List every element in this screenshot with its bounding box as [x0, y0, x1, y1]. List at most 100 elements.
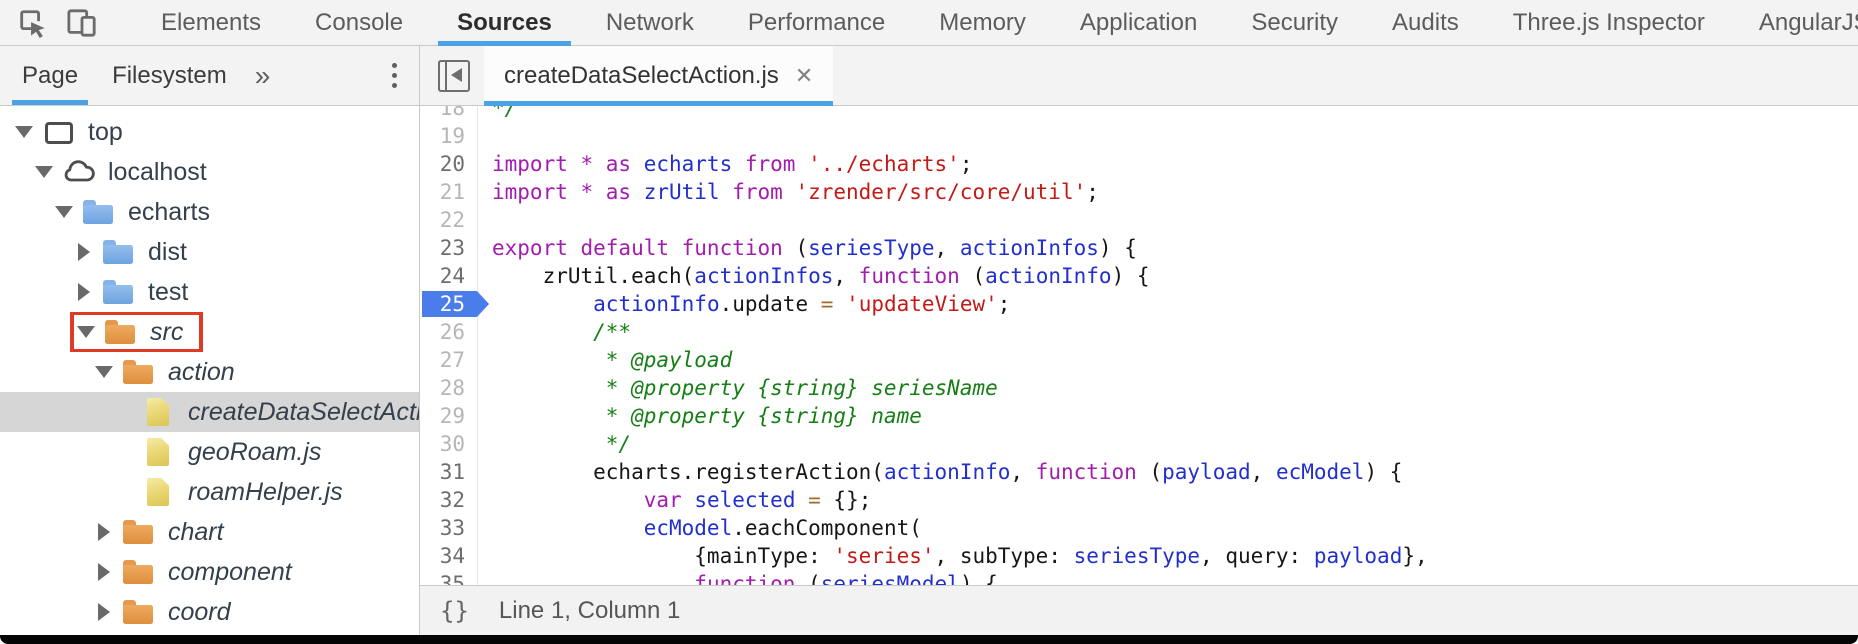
- line-number[interactable]: 33: [420, 514, 478, 542]
- pretty-print-button[interactable]: {}: [440, 596, 469, 625]
- line-number[interactable]: 30: [420, 430, 478, 458]
- toggle-navigator-icon[interactable]: [438, 59, 470, 92]
- folder-icon: [102, 236, 136, 268]
- line-number[interactable]: 22: [420, 206, 478, 234]
- code-line-text[interactable]: */: [492, 432, 632, 456]
- navigator-tab-filesystem[interactable]: Filesystem: [112, 61, 227, 89]
- tree-item-test[interactable]: test: [0, 272, 419, 312]
- disclosure-arrow-icon[interactable]: [76, 322, 96, 342]
- tree-item-roamhelper-js[interactable]: roamHelper.js: [0, 472, 419, 512]
- line-number[interactable]: 31: [420, 458, 478, 486]
- file-icon: [142, 396, 176, 428]
- folder-icon: [82, 196, 116, 228]
- line-number[interactable]: 21: [420, 178, 478, 206]
- tree-item-chart[interactable]: chart: [0, 512, 419, 552]
- cloud-icon: [62, 156, 96, 188]
- code-line: 24 zrUtil.each(actionInfos, function (ac…: [420, 262, 1858, 290]
- line-number[interactable]: 35: [420, 570, 478, 585]
- line-number[interactable]: 20: [420, 150, 478, 178]
- tree-item-dist[interactable]: dist: [0, 232, 419, 272]
- line-number[interactable]: 34: [420, 542, 478, 570]
- tab-audits[interactable]: Audits: [1392, 8, 1459, 36]
- code-line-text[interactable]: import * as zrUtil from 'zrender/src/cor…: [492, 180, 1099, 204]
- code-line-text[interactable]: ecModel.eachComponent(: [643, 516, 922, 540]
- tab-application[interactable]: Application: [1079, 8, 1198, 36]
- code-line: 23 export default function (seriesType, a…: [420, 234, 1858, 262]
- line-number[interactable]: 26: [420, 318, 478, 346]
- code-line-text[interactable]: echarts.registerAction(actionInfo, funct…: [492, 460, 1403, 484]
- tab-elements[interactable]: Elements: [161, 8, 262, 36]
- code-line-text[interactable]: * @property {string} seriesName: [492, 376, 998, 400]
- tree-item-action[interactable]: action: [0, 352, 419, 392]
- tree-item-component[interactable]: component: [0, 552, 419, 592]
- code-line-text[interactable]: var selected = {};: [643, 488, 872, 512]
- tree-item-src[interactable]: src: [0, 312, 419, 352]
- code-line-text[interactable]: * @property {string} name: [492, 404, 922, 428]
- tab-network[interactable]: Network: [605, 8, 694, 36]
- tree-item-localhost[interactable]: localhost: [0, 152, 419, 192]
- line-number[interactable]: 19: [420, 122, 478, 150]
- tree-item-label: coord: [168, 597, 231, 626]
- code-line-text[interactable]: /**: [492, 320, 632, 344]
- inspect-icon[interactable]: [16, 7, 48, 39]
- disclosure-arrow-icon[interactable]: [74, 242, 94, 262]
- line-number[interactable]: 32: [420, 486, 478, 514]
- tab-sources[interactable]: Sources: [430, 0, 579, 46]
- tree-item-createdataselectaction-js[interactable]: createDataSelectAction.js: [0, 392, 419, 432]
- file-tab-title: createDataSelectAction.js: [504, 61, 779, 89]
- toolbar-icons: [0, 0, 98, 45]
- line-number[interactable]: 23: [420, 234, 478, 262]
- line-number[interactable]: 27: [420, 346, 478, 374]
- breakpoint-marker[interactable]: 25: [420, 290, 478, 318]
- tree-item-georoam-js[interactable]: geoRoam.js: [0, 432, 419, 472]
- navigator-tabbar: Page Filesystem »: [0, 46, 420, 105]
- disclosure-arrow-icon[interactable]: [54, 202, 74, 222]
- disclosure-arrow-icon[interactable]: [74, 282, 94, 302]
- disclosure-arrow-icon[interactable]: [34, 162, 54, 182]
- close-icon[interactable]: ✕: [794, 62, 814, 88]
- code-line-text[interactable]: actionInfo.update = 'updateView';: [593, 292, 1011, 316]
- disclosure-arrow-icon[interactable]: [14, 122, 34, 142]
- tab-performance[interactable]: Performance: [747, 8, 886, 36]
- code-line-text[interactable]: {mainType: 'series', subType: seriesType…: [492, 544, 1428, 568]
- code-line: 27 * @payload: [420, 346, 1858, 374]
- code-line-text[interactable]: */: [492, 106, 518, 120]
- more-tabs-icon[interactable]: »: [254, 59, 271, 91]
- disclosure-arrow-icon[interactable]: [94, 602, 114, 622]
- tab-angularjs[interactable]: AngularJS: [1758, 8, 1858, 36]
- line-number[interactable]: 18: [420, 106, 478, 122]
- disclosure-arrow-icon[interactable]: [94, 362, 114, 382]
- code-line-text[interactable]: [478, 122, 492, 150]
- code-line-text[interactable]: * @payload: [492, 348, 733, 372]
- code-line-text[interactable]: function (seriesModel) {: [694, 572, 998, 585]
- frame-icon: [42, 116, 76, 148]
- code-line-text[interactable]: export default function (seriesType, act…: [492, 236, 1137, 260]
- file-tab[interactable]: createDataSelectAction.js ✕: [484, 46, 834, 106]
- code-line-text[interactable]: zrUtil.each(actionInfos, function (actio…: [492, 264, 1150, 288]
- file-icon: [142, 476, 176, 508]
- code-line: 19: [420, 122, 1858, 150]
- code-line: 30 */: [420, 430, 1858, 458]
- tab-console[interactable]: Console: [315, 8, 404, 36]
- window-bottom-edge: [0, 635, 1858, 644]
- tab-memory[interactable]: Memory: [939, 8, 1026, 36]
- navigator-tab-page[interactable]: Page: [10, 46, 90, 105]
- tab-security[interactable]: Security: [1251, 8, 1339, 36]
- disclosure-arrow-icon[interactable]: [94, 562, 114, 582]
- line-number[interactable]: 29: [420, 402, 478, 430]
- disclosure-arrow-icon[interactable]: [94, 522, 114, 542]
- arrow-spacer: [114, 442, 134, 462]
- code-line-text[interactable]: [478, 206, 492, 234]
- tree-item-label: src: [150, 317, 184, 346]
- devtools-toolbar: Elements Console Sources Network Performance…: [0, 0, 1858, 46]
- overflow-menu-icon[interactable]: [392, 46, 397, 105]
- tree-item-top[interactable]: top: [0, 112, 419, 152]
- tab-three-js-inspector[interactable]: Three.js Inspector: [1512, 8, 1705, 36]
- line-number[interactable]: 28: [420, 374, 478, 402]
- tree-item-echarts[interactable]: echarts: [0, 192, 419, 232]
- device-toolbar-icon[interactable]: [66, 7, 98, 39]
- tree-item-coord[interactable]: coord: [0, 592, 419, 632]
- line-number[interactable]: 24: [420, 262, 478, 290]
- caret-position: Line 1, Column 1: [498, 596, 681, 624]
- code-line-text[interactable]: import * as echarts from '../echarts';: [492, 152, 973, 176]
